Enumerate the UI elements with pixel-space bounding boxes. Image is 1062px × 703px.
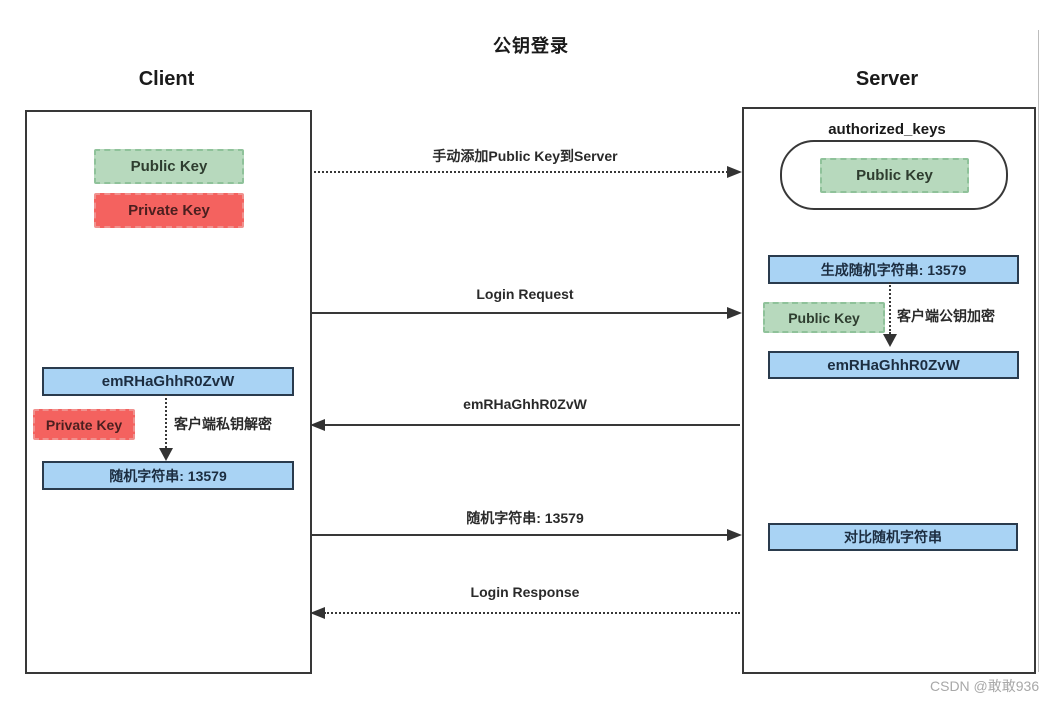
msg-encrypted-string-arrowhead-icon — [310, 419, 325, 431]
server-encrypted-value-box: emRHaGhhR0ZvW — [768, 351, 1019, 379]
watermark: CSDN @敢敢936 — [930, 678, 1040, 694]
server-public-key2-label: Public Key — [788, 309, 860, 326]
server-stored-public-key-box: Public Key — [820, 158, 969, 193]
server-compare-random: 对比随机字符串 — [844, 529, 942, 545]
server-encrypt-arrow-line — [889, 282, 891, 334]
client-decrypt-note: 客户端私钥解密 — [174, 416, 272, 432]
msg-random-string-line — [310, 534, 728, 536]
authorized-keys-label: authorized_keys — [828, 121, 946, 138]
server-compare-random-box: 对比随机字符串 — [768, 523, 1018, 551]
client-public-key-box: Public Key — [94, 149, 244, 184]
msg-login-response-arrowhead-icon — [310, 607, 325, 619]
msg-random-string-arrowhead-icon — [727, 529, 742, 541]
server-stored-public-key-label: Public Key — [856, 167, 933, 184]
client-private-key2-label: Private Key — [45, 416, 123, 433]
msg-login-request-label: Login Request — [476, 286, 574, 302]
client-random-string: 随机字符串: 13579 — [109, 467, 227, 484]
msg-encrypted-string-label: emRHaGhhR0ZvW — [463, 396, 587, 412]
server-generate-random-box: 生成随机字符串: 13579 — [768, 255, 1019, 284]
client-random-string-box: 随机字符串: 13579 — [42, 461, 294, 490]
server-encrypt-note: 客户端公钥加密 — [897, 308, 995, 324]
server-label: Server — [855, 68, 919, 90]
msg-random-string-label: 随机字符串: 13579 — [466, 510, 584, 526]
client-label: Client — [138, 68, 195, 90]
msg-login-response-label: Login Response — [470, 584, 580, 600]
server-encrypted-value: emRHaGhhR0ZvW — [827, 356, 960, 374]
msg-login-request-line — [310, 312, 728, 314]
msg-login-response-line — [324, 612, 740, 614]
client-encrypted-value-box: emRHaGhhR0ZvW — [42, 367, 294, 396]
client-decrypt-arrowhead-icon — [159, 448, 173, 461]
msg-add-public-key-line — [310, 171, 728, 173]
msg-login-request-arrowhead-icon — [727, 307, 742, 319]
msg-add-public-key-label: 手动添加Public Key到Server — [432, 148, 618, 164]
client-private-key-box: Private Key — [94, 193, 244, 228]
client-private-key-label: Private Key — [128, 202, 210, 219]
msg-encrypted-string-line — [324, 424, 740, 426]
client-encrypted-value: emRHaGhhR0ZvW — [101, 373, 235, 390]
client-decrypt-arrow-line — [165, 394, 167, 448]
page-edge-divider — [1038, 30, 1039, 672]
server-encrypt-arrowhead-icon — [883, 334, 897, 347]
server-generate-random: 生成随机字符串: 13579 — [820, 261, 967, 278]
server-public-key2-box: Public Key — [763, 302, 885, 333]
client-public-key-label: Public Key — [130, 158, 208, 175]
diagram-title: 公钥登录 — [493, 36, 569, 56]
msg-add-public-key-arrowhead-icon — [727, 166, 742, 178]
client-private-key2-box: Private Key — [33, 409, 135, 440]
